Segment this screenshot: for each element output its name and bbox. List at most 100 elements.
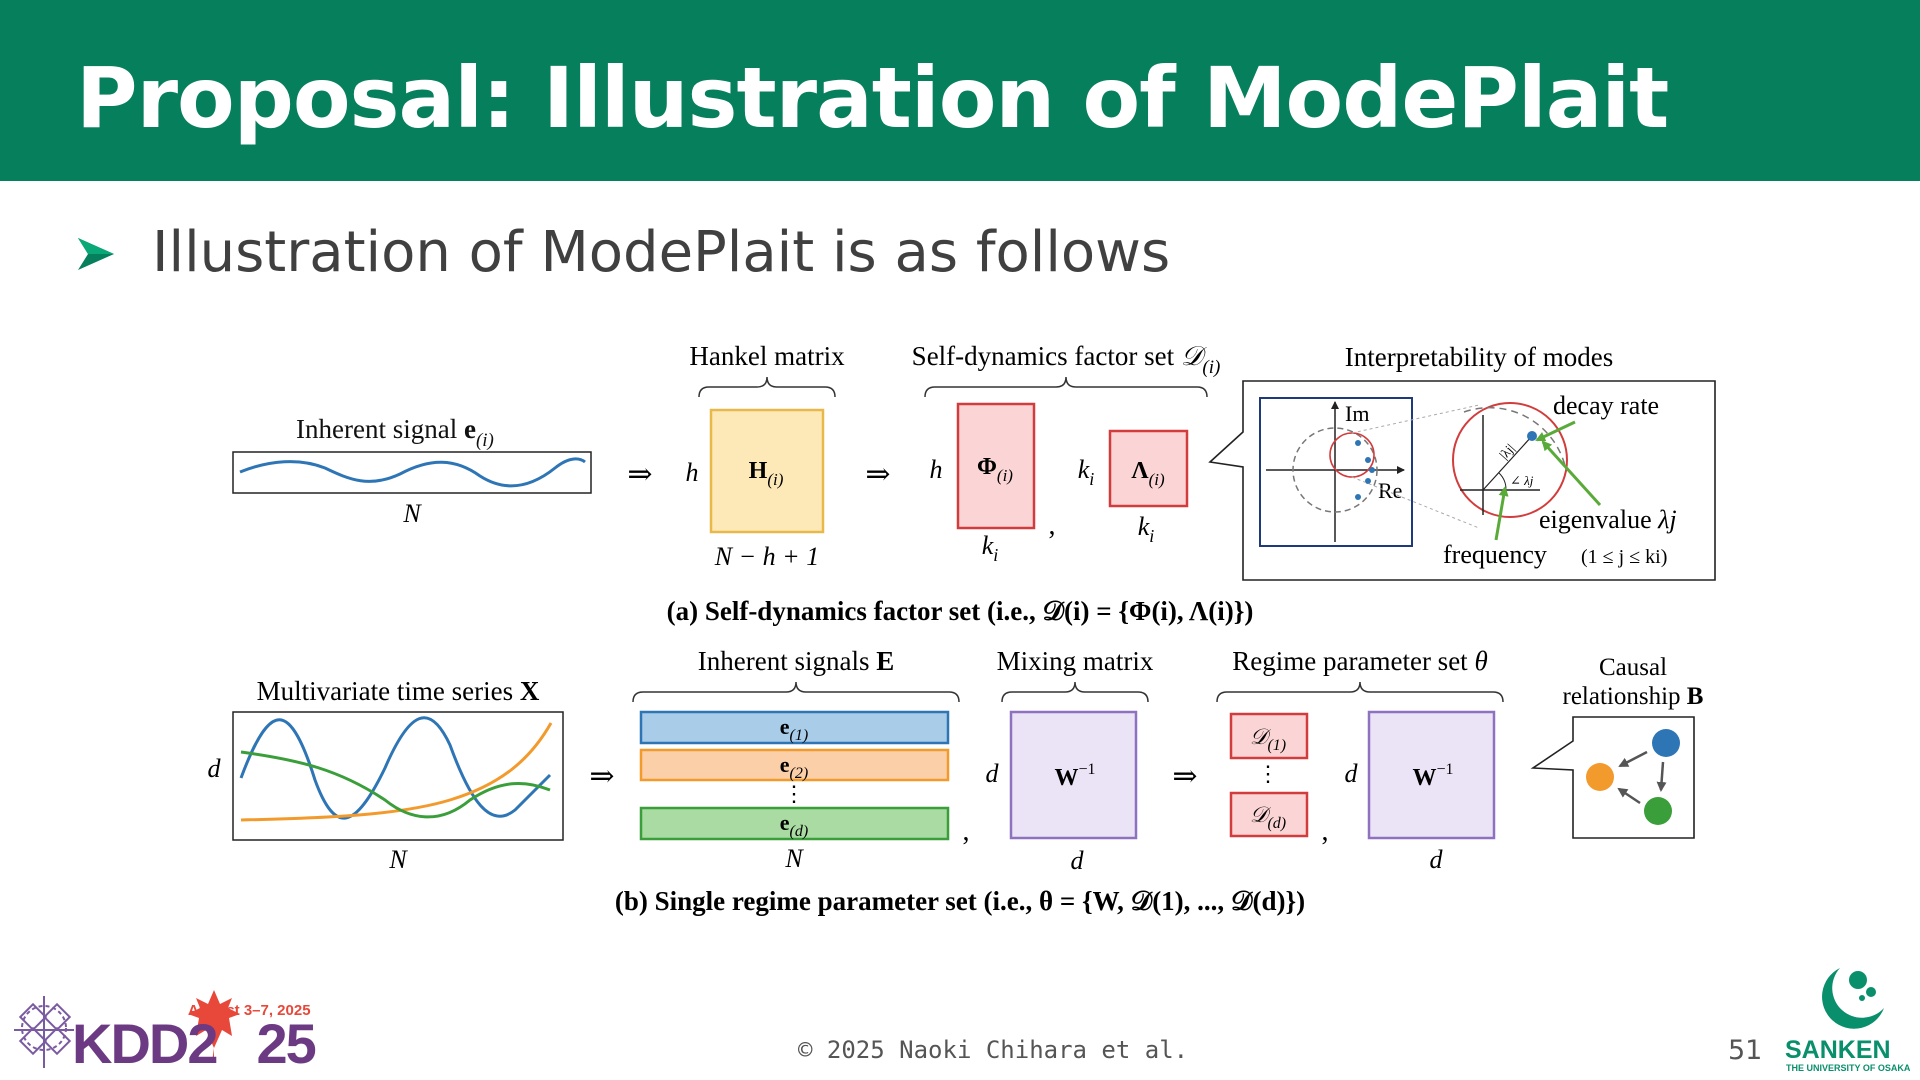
mixing-brace <box>1001 681 1149 703</box>
hankel-brace <box>698 376 836 398</box>
implies-arrow-1: ⇒ <box>627 458 652 491</box>
causal-title-2: relationship B <box>1563 683 1704 710</box>
series-orange <box>240 722 553 822</box>
interpretability-title: Interpretability of modes <box>1345 342 1613 372</box>
causal-edge <box>1656 761 1667 792</box>
hankel-symbol: H(i) <box>749 458 784 489</box>
kdd-date: August 3–7, 2025 <box>188 1002 311 1019</box>
lambda-rows-label: ki <box>1078 455 1095 489</box>
axis-re-label: Re <box>1378 478 1402 503</box>
maple-leaf-icon <box>188 990 240 1062</box>
mts-box <box>232 711 564 841</box>
comma-b2: , <box>1322 816 1329 847</box>
regime-brace <box>1216 681 1504 703</box>
regime-w-symbol: W−1 <box>1412 761 1453 791</box>
eigen-point <box>1369 467 1375 473</box>
lambda-cols-label: ki <box>1138 512 1155 546</box>
frequency-label: frequency <box>1443 540 1547 569</box>
zoom-line <box>1351 476 1480 529</box>
comma-a: , <box>1049 510 1056 541</box>
regime-factor-1 <box>1229 712 1309 760</box>
mixing-title: Mixing matrix <box>997 646 1154 676</box>
signals-title: Inherent signals E <box>698 646 894 676</box>
eigenvalue-arrow <box>1541 440 1602 507</box>
eigen-point <box>1365 478 1371 484</box>
phi-cols-label: ki <box>982 531 999 565</box>
regime-factor-1-label: 𝒟(1) <box>1250 724 1286 754</box>
signal-length-label: N <box>402 499 422 528</box>
eigen-vector <box>1482 435 1533 491</box>
signals-brace <box>632 681 960 703</box>
mixing-cols-label: d <box>1071 846 1085 875</box>
zoom-line <box>1351 404 1480 434</box>
mts-rows-label: d <box>208 754 222 783</box>
title-bar: Proposal: Illustration of ModePlait <box>0 0 1920 181</box>
implies-arrow-2: ⇒ <box>865 458 890 491</box>
caption-a: (a) Self-dynamics factor set (i.e., 𝒟(i)… <box>667 596 1254 626</box>
footer-copyright: © 2025 Naoki Chihara et al. <box>798 1036 1189 1064</box>
kdd-logo-mark <box>14 996 74 1068</box>
page-number: 51 <box>1728 1035 1763 1066</box>
unit-circle <box>1292 427 1378 513</box>
mts-cols-label: N <box>388 845 408 874</box>
factor-set-title: Self-dynamics factor set 𝒟(i) <box>912 341 1221 378</box>
eigen-point <box>1355 440 1361 446</box>
comma-b1: , <box>963 816 970 847</box>
frequency-arrow <box>1494 486 1509 541</box>
signals-cols-label: N <box>784 844 804 873</box>
sanken-subtitle: THE UNIVERSITY OF OSAKA <box>1786 1063 1911 1073</box>
phi-rows-label: h <box>930 455 943 484</box>
eigen-index-range: (1 ≤ j ≤ ki) <box>1581 546 1667 568</box>
zoom-circle-large <box>1452 402 1568 518</box>
causal-node-blue <box>1652 729 1680 757</box>
slide-title: Proposal: Illustration of ModePlait <box>76 49 1669 147</box>
regime-title: Regime parameter set θ <box>1232 646 1487 676</box>
hankel-cols-label: N − h + 1 <box>714 542 819 571</box>
signal-bar-2 <box>639 748 950 782</box>
signal-bar-d-label: e(d) <box>780 810 808 840</box>
signal-bar-2-label: e(2) <box>780 752 808 782</box>
eigenvalue-label: eigenvalue λj <box>1539 505 1677 534</box>
causal-edge <box>1618 750 1648 768</box>
signal-bar-1-label: e(1) <box>780 714 808 744</box>
inherent-signal-wave <box>239 457 586 488</box>
bullet-text: Illustration of ModePlait is as follows <box>152 220 1171 285</box>
inherent-signal-label: Inherent signal e(i) <box>296 414 494 451</box>
causal-title-1: Causal <box>1599 654 1667 681</box>
regime-factor-d-label: 𝒟(d) <box>1250 802 1286 832</box>
lambda-symbol: Λ(i) <box>1131 458 1165 489</box>
signal-bar-d <box>639 806 950 841</box>
mixing-rows-label: d <box>986 759 1000 788</box>
angle-label: ∠ λj <box>1510 473 1534 488</box>
axis-im-label: Im <box>1345 401 1369 426</box>
regime-w-rows-label: d <box>1345 759 1359 788</box>
series-green <box>240 750 551 819</box>
phi-symbol: Φ(i) <box>977 454 1013 485</box>
sanken-logo-text: SANKEN <box>1785 1036 1891 1064</box>
regime-w-cols-label: d <box>1430 845 1444 874</box>
signal-bar-1 <box>639 710 950 745</box>
causal-edge <box>1617 787 1641 805</box>
regime-vdots: ⋮ <box>1257 761 1279 786</box>
eigen-point <box>1365 457 1371 463</box>
series-blue <box>239 716 552 820</box>
panel-b: Multivariate time series X d N ⇒ Inheren… <box>208 646 1704 916</box>
decay-rate-label: decay rate <box>1553 391 1659 420</box>
panel-a: Inherent signal e(i) N ⇒ Hankel matrix h… <box>232 341 1716 626</box>
implies-arrow-3: ⇒ <box>589 760 614 793</box>
regime-w-box <box>1367 710 1496 840</box>
causal-node-orange <box>1586 763 1614 791</box>
arrow-bullet-icon <box>78 238 114 270</box>
regime-factor-d <box>1229 791 1309 838</box>
mixing-symbol: W−1 <box>1054 761 1095 791</box>
caption-b: (b) Single regime parameter set (i.e., θ… <box>615 886 1305 916</box>
sanken-logo-mark <box>1822 968 1884 1029</box>
hankel-title: Hankel matrix <box>689 341 845 371</box>
hankel-rows-label: h <box>686 458 699 487</box>
signal-vdots: ⋮ <box>783 781 805 806</box>
implies-arrow-4: ⇒ <box>1172 760 1197 793</box>
phi-matrix-box <box>956 402 1036 530</box>
hankel-matrix-box <box>709 408 825 534</box>
inherent-signal-box <box>232 451 592 494</box>
